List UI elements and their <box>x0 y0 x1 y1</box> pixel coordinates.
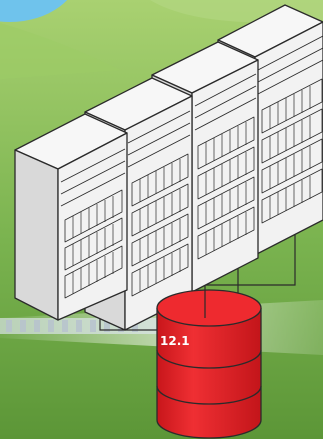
server-rack-1 <box>15 114 127 320</box>
database-cylinder-icon <box>157 290 261 438</box>
database-version-label: 12.1 <box>160 334 190 348</box>
